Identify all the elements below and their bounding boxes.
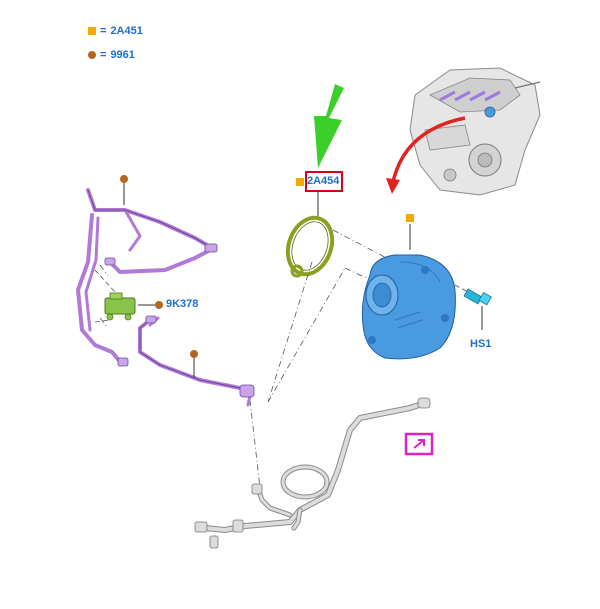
gasket-ring[interactable] (280, 212, 339, 281)
square-marker-icon (406, 214, 414, 222)
solenoid-valve[interactable] (104, 292, 136, 321)
hose-connectors (104, 243, 255, 398)
square-marker-icon (296, 178, 304, 186)
legend-item-9961: = 9961 (88, 49, 135, 61)
detail-view-icon[interactable] (404, 432, 434, 456)
bolt-hs1[interactable] (454, 284, 492, 330)
legend-code[interactable]: 2A451 (110, 25, 143, 37)
square-marker-icon (88, 27, 96, 35)
circle-marker-icon (88, 51, 96, 59)
engine-illustration (409, 67, 541, 196)
pipe-fittings (194, 397, 431, 549)
circle-marker-icon (155, 301, 163, 309)
vacuum-pump[interactable] (361, 254, 456, 360)
legend-item-2A451: = 2A451 (88, 25, 143, 37)
circle-marker-icon (120, 175, 128, 183)
circle-marker-icon (190, 350, 198, 358)
legend-equals: = (100, 49, 107, 61)
part-label-2A454[interactable]: 2A454 (307, 175, 340, 187)
vacuum-pipe[interactable] (202, 400, 428, 533)
assembly-lines (94, 269, 116, 323)
part-label-9K378[interactable]: 9K378 (166, 298, 199, 310)
highlight-box (305, 171, 343, 192)
legend-equals: = (100, 25, 107, 37)
part-label-HS1[interactable]: HS1 (470, 338, 492, 350)
hose-outline (87, 189, 251, 396)
green-pointer-arrow (314, 84, 344, 168)
red-location-arrow (386, 116, 466, 194)
vacuum-hose-assembly[interactable] (76, 188, 252, 407)
legend-code[interactable]: 9961 (110, 49, 135, 61)
